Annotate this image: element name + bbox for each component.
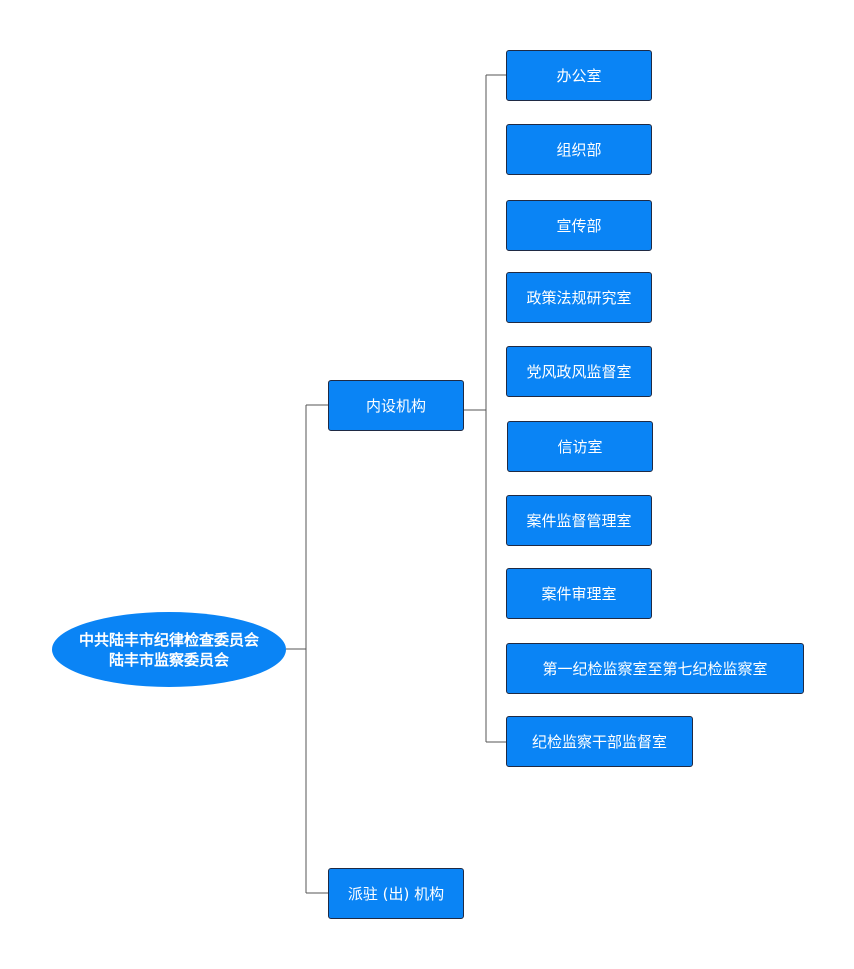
dept-label: 信访室 [557,438,603,456]
dept-case-supervision[interactable]: 案件监督管理室 [506,495,652,546]
dept-policy-research[interactable]: 政策法规研究室 [506,272,652,323]
dept-label: 党风政风监督室 [526,363,632,381]
branch-label: 内设机构 [365,397,426,415]
root-node-commission[interactable]: 中共陆丰市纪律检查委员会 陆丰市监察委员会 [52,612,286,687]
dept-organization[interactable]: 组织部 [506,124,652,175]
dept-cadre-supervision[interactable]: 纪检监察干部监督室 [506,716,693,767]
dept-label: 第一纪检监察室至第七纪检监察室 [542,660,768,678]
dept-label: 案件审理室 [541,585,617,603]
dept-label: 案件监督管理室 [526,512,632,530]
dept-label: 办公室 [556,67,602,85]
dept-case-review[interactable]: 案件审理室 [506,568,652,619]
dept-label: 纪检监察干部监督室 [531,733,667,751]
dept-label: 宣传部 [556,217,602,235]
branch-internal-institutions[interactable]: 内设机构 [328,380,464,431]
branch-label: 派驻 (出) 机构 [347,885,445,903]
root-line-2: 陆丰市监察委员会 [108,650,229,669]
dept-publicity[interactable]: 宣传部 [506,200,652,251]
dept-general-office[interactable]: 办公室 [506,50,652,101]
dept-petition[interactable]: 信访室 [507,421,653,472]
dept-inspection-rooms-1-7[interactable]: 第一纪检监察室至第七纪检监察室 [506,643,804,694]
dept-label: 政策法规研究室 [526,289,632,307]
dept-party-style-supervision[interactable]: 党风政风监督室 [506,346,652,397]
root-line-1: 中共陆丰市纪律检查委员会 [78,630,259,649]
dept-label: 组织部 [556,141,602,159]
branch-dispatched-institutions[interactable]: 派驻 (出) 机构 [328,868,464,919]
